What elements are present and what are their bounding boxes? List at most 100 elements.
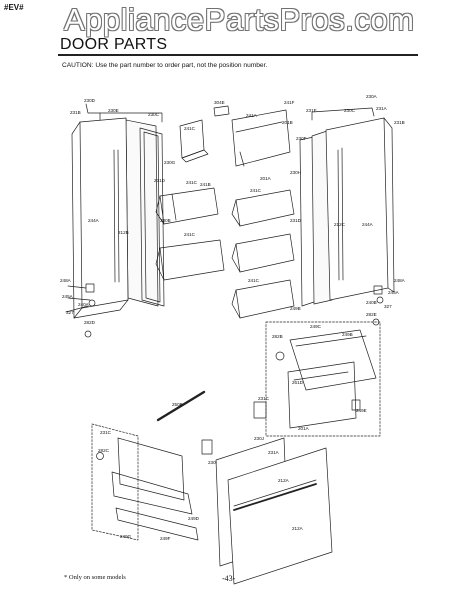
right-door-assembly [299,107,395,326]
callout-327-l: 327 [66,310,74,315]
callout-230c-r: 230C [344,108,356,113]
drawer-slide [115,507,199,541]
right-hinge-pin [376,296,384,304]
left-door-handle-line [113,149,116,283]
right-door-panel-edge [383,117,395,293]
callout-230g: 230G [164,160,176,165]
left-door-leader [85,103,163,123]
callout-240a-l: 240A [78,302,90,307]
callout-327-r: 327 [384,304,392,309]
callout-282d-l: 282D [84,320,96,325]
bin-top-right-rim [235,121,283,133]
callout-261d: 261D [292,380,304,385]
right-door-handle-line-2 [341,147,344,281]
callout-231e: 231E [306,108,317,113]
callout-248a-l: 248A [60,278,72,283]
left-door-panel-bottom [73,299,129,319]
callout-201a: 201A [260,176,272,181]
callout-231c: 231C [258,396,270,401]
page-number: -43- [222,574,236,583]
drawer-bar [156,390,206,422]
callout-282e: 282E [366,312,377,317]
callout-248a-r: 248A [394,278,406,283]
drawer-frame-group-box [91,423,139,541]
freezer-door-handle [233,483,317,511]
bin-right-3 [235,279,295,319]
callout-245a-r: 245A [388,290,400,295]
site-watermark: AppliancePartsPros.com [64,2,415,37]
left-hinge-leader-3 [65,305,89,313]
bin-top-left-lip [181,149,209,163]
bin-right-1 [235,189,295,227]
left-hinge-washer [84,330,92,338]
callout-249c: 249C [310,324,322,329]
drawer-roller [275,351,285,361]
callout-labels: 230D 231B 230E 230C 304E 241C 241A 241F … [60,94,406,541]
callout-304e: 304E [214,100,225,105]
drawer-frame-lower [111,471,193,515]
bin-right-3-side [231,289,241,319]
drawer-rail-upper [289,329,377,391]
left-door-handle-line-2 [117,149,120,283]
callout-282c: 282C [98,448,110,453]
bin-lower-left-side [155,247,165,281]
callout-212a: 212A [278,478,290,483]
callout-230c: 230C [148,112,160,117]
callout-231b: 231B [70,110,81,115]
callout-230j: 230J [254,436,264,441]
callout-241c-a: 241C [184,126,196,131]
bin-top-right [231,109,291,167]
callout-230h: 230H [290,170,301,175]
callout-241a: 241A [246,113,258,118]
footnote: * Only on some models [64,574,126,581]
callout-231a: 231A [376,106,388,111]
right-door-panel [325,117,389,301]
drawer-roller-left [96,452,104,460]
callout-240b: 240B [366,300,377,305]
left-hinge-pin [88,299,96,307]
callout-241f: 241F [284,100,295,105]
callout-230d: 230D [84,98,96,103]
bin-middle-left-side [155,195,165,225]
callout-212a-b: 212A [292,526,304,531]
title-underline [58,54,418,56]
left-door-panel-edge [71,121,83,319]
freezer-door-panel [227,447,333,585]
drawer-rail-lower-edge [293,371,349,381]
left-hinge-leader [67,285,87,289]
callout-231c-b: 231C [100,430,112,435]
freezer-door-handle-edge [233,479,317,507]
callout-230i: 230I [208,460,217,465]
bin-middle-left-divider [171,193,177,221]
bin-right-2-side [231,243,241,273]
caution-note: CAUTION: Use the part number to order pa… [62,62,268,69]
callout-201a-b: 201A [298,426,310,431]
callout-249b: 249B [290,306,301,311]
drawer-rail-upper-edge [295,335,367,347]
bin-middle-left [159,187,219,225]
callout-249e: 249E [356,408,367,413]
drawer-rail-assembly [265,321,381,437]
callout-241b: 241B [200,182,211,187]
bin-right-2 [235,233,295,273]
right-hinge-block [373,285,383,295]
callout-244a-r: 244A [362,222,374,227]
door-bins-right-column [213,105,295,319]
drawer-bracket [201,439,213,455]
model-code-tag: #EV# [4,3,24,12]
drawer-cover [253,401,267,419]
callout-230e: 230E [108,108,119,113]
callout-201b: 201B [282,120,293,125]
left-door-gasket-inner [143,131,161,303]
callout-230f: 230F [296,136,307,141]
callout-212c: 212C [334,222,346,227]
right-door-handle-line [337,149,340,281]
callout-244a: 244A [88,218,100,223]
freezer-drawer-assembly [91,390,333,585]
callout-249g: 249G [120,534,132,539]
callout-241c-e: 241C [248,278,260,283]
callout-231a-b: 231A [268,450,280,455]
callout-231d: 231D [154,178,166,183]
